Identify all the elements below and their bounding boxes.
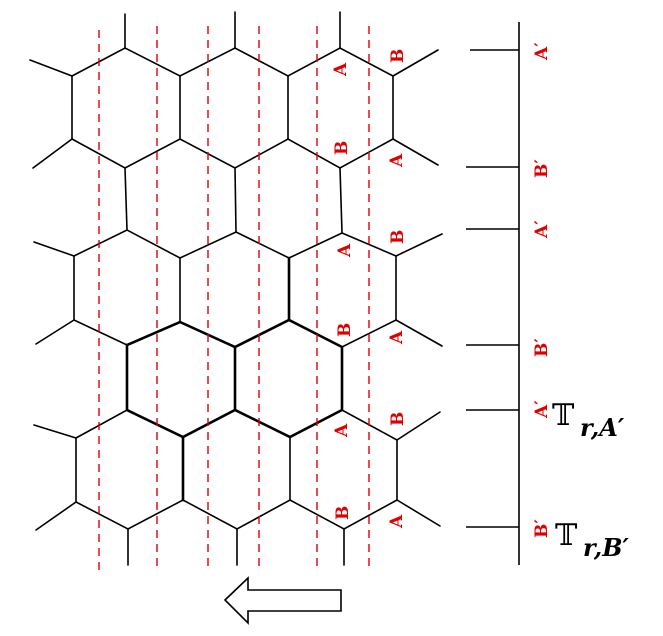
left-arrow-icon bbox=[223, 576, 342, 625]
operator-subscript: r,A′ bbox=[580, 413, 625, 442]
label-b: B bbox=[335, 323, 355, 337]
operator-symbol: 𝕋 bbox=[555, 518, 578, 553]
label-b: B bbox=[333, 506, 353, 520]
operator-symbol: 𝕋 bbox=[552, 398, 575, 433]
label-b-prime: B′ bbox=[532, 338, 552, 357]
label-b-prime: B′ bbox=[532, 519, 552, 538]
label-b-prime: B′ bbox=[532, 159, 552, 178]
label-b: B bbox=[388, 230, 408, 244]
honeycomb-lattice bbox=[29, 11, 443, 566]
label-a: A bbox=[335, 243, 355, 258]
label-a-prime: A′ bbox=[532, 400, 552, 419]
label-a: A bbox=[331, 62, 351, 77]
operator-t-r-a-prime: 𝕋 r,A′ bbox=[552, 398, 625, 442]
label-a-prime: A′ bbox=[532, 220, 552, 239]
label-a: A bbox=[387, 330, 407, 345]
label-b: B bbox=[388, 412, 408, 426]
label-b: B bbox=[332, 141, 352, 155]
dashed-cut-lines bbox=[98, 26, 370, 572]
label-b: B bbox=[388, 49, 408, 63]
operator-t-r-b-prime: 𝕋 r,B′ bbox=[555, 518, 630, 562]
lattice-site-labels: A B B A A B B A A B B A bbox=[331, 49, 408, 529]
label-a-prime: A′ bbox=[532, 42, 552, 61]
label-a: A bbox=[332, 423, 352, 438]
ruler-labels: A′ B′ A′ B′ A′ B′ bbox=[532, 42, 552, 538]
label-a: A bbox=[387, 514, 407, 529]
operator-subscript: r,B′ bbox=[583, 533, 630, 562]
site-ruler bbox=[466, 22, 520, 565]
label-a: A bbox=[387, 153, 407, 168]
